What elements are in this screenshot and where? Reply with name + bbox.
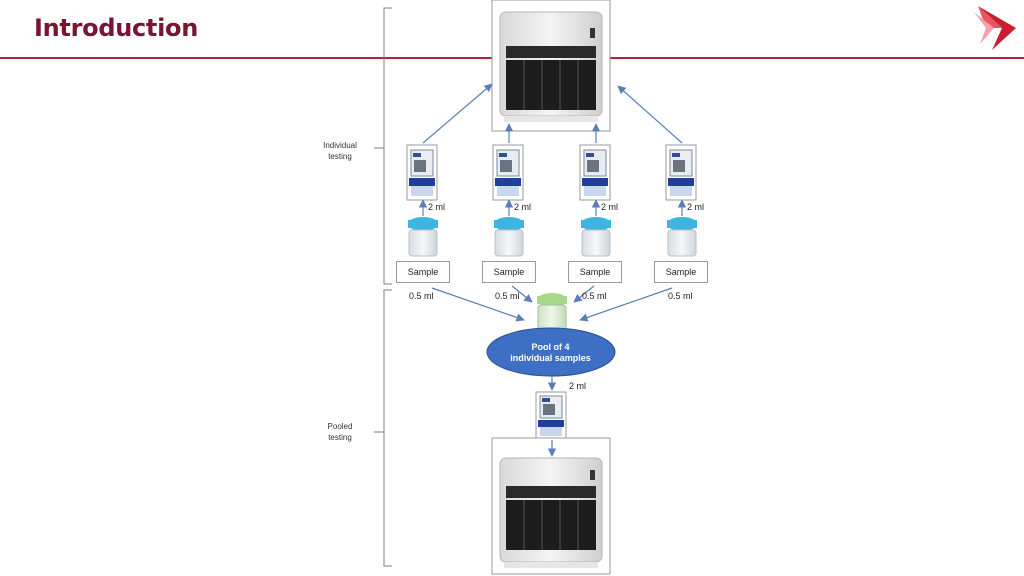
sample-jar-4 bbox=[667, 217, 697, 257]
analyzer-machine-top bbox=[491, 0, 611, 132]
cartridge-volume-4: 2 ml bbox=[687, 202, 705, 212]
sample-jar-2 bbox=[494, 217, 524, 257]
cartridge-2 bbox=[492, 144, 524, 201]
company-logo bbox=[974, 6, 1016, 50]
sample-label-4: Sample bbox=[654, 261, 708, 283]
pool-label-line2: individual samples bbox=[510, 353, 591, 363]
sample-jar-3 bbox=[581, 217, 611, 257]
individual-testing-label: Individual testing bbox=[323, 141, 357, 161]
sample-label-3: Sample bbox=[568, 261, 622, 283]
pooled-testing-bracket bbox=[374, 289, 392, 567]
slide-title: Introduction bbox=[34, 14, 198, 42]
cartridge-3 bbox=[579, 144, 611, 201]
individual-testing-bracket bbox=[374, 7, 392, 285]
pool-volume-4: 0.5 ml bbox=[668, 291, 693, 301]
cartridge-4 bbox=[665, 144, 697, 201]
flow-arrows bbox=[418, 83, 687, 457]
pool-volume-2: 0.5 ml bbox=[495, 291, 520, 301]
pooled-testing-label: Pooled testing bbox=[327, 422, 353, 442]
analyzer-machine-bottom bbox=[491, 437, 611, 575]
pool-volume-3: 0.5 ml bbox=[582, 291, 607, 301]
pool-label: Pool of 4 individual samples bbox=[487, 342, 614, 364]
sample-label-1: Sample bbox=[396, 261, 450, 283]
pool-jar bbox=[537, 293, 567, 334]
cartridge-volume-3: 2 ml bbox=[601, 202, 619, 212]
pool-label-line1: Pool of 4 bbox=[531, 342, 570, 352]
cartridge-volume-1: 2 ml bbox=[428, 202, 446, 212]
cartridge-volume-2: 2 ml bbox=[514, 202, 532, 212]
pooled-cartridge-volume: 2 ml bbox=[569, 381, 587, 391]
cartridge-pooled bbox=[535, 391, 567, 439]
pool-ellipse bbox=[486, 327, 616, 377]
pool-volume-1: 0.5 ml bbox=[409, 291, 434, 301]
cartridge-1 bbox=[406, 144, 438, 201]
sample-label-2: Sample bbox=[482, 261, 536, 283]
sample-jar-1 bbox=[408, 217, 438, 257]
